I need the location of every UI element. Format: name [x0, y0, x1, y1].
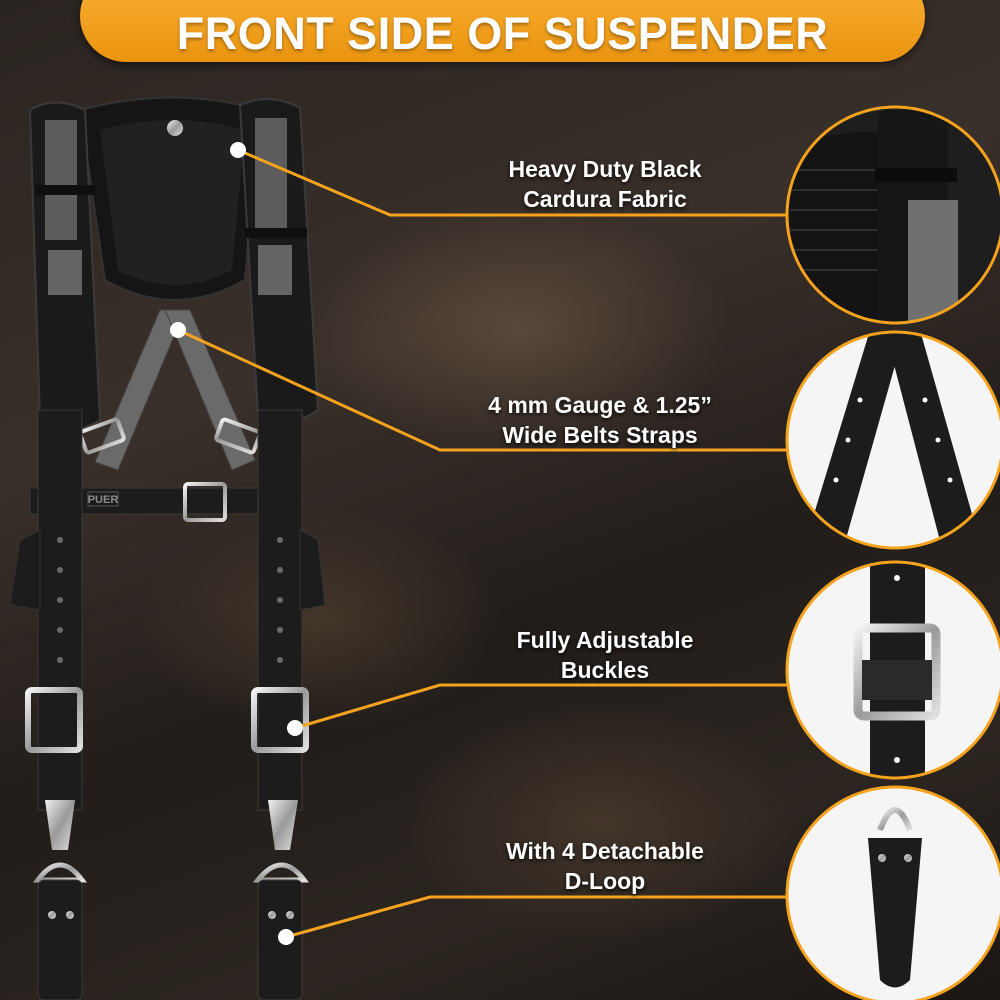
- callout-line-buckles: [294, 683, 788, 730]
- marker-buckles: [287, 720, 303, 736]
- callout-line-dloop: [285, 895, 788, 939]
- marker-dloop: [278, 929, 294, 945]
- callout-buckles-line2: Buckles: [560, 657, 650, 683]
- callout-fabric-line1: Heavy Duty Black: [508, 156, 702, 182]
- callout-markers: [170, 142, 303, 945]
- callout-dloop-line1: With 4 Detachable: [506, 838, 704, 864]
- callout-label-straps: 4 mm Gauge & 1.25” Wide Belts Straps: [445, 390, 755, 450]
- brand-stamp: PUER: [88, 494, 119, 506]
- callout-label-dloop: With 4 Detachable D-Loop: [460, 836, 750, 896]
- suspender-product: [9, 96, 326, 1000]
- callout-lines: [177, 148, 788, 939]
- callout-fabric-line2: Cardura Fabric: [523, 186, 687, 212]
- marker-straps: [170, 322, 186, 338]
- title-banner: [80, 0, 925, 62]
- marker-fabric: [230, 142, 246, 158]
- detail-circle-fabric: [785, 105, 1000, 325]
- detail-circle-dloop: [785, 785, 1000, 1000]
- callout-buckles-line1: Fully Adjustable: [516, 627, 694, 653]
- callout-line-fabric: [237, 148, 788, 217]
- callout-label-fabric: Heavy Duty Black Cardura Fabric: [460, 154, 750, 214]
- callout-straps-line2: Wide Belts Straps: [502, 422, 698, 448]
- page-title: FRONT SIDE OF SUSPENDER: [176, 8, 829, 59]
- detail-circle-buckles: [785, 560, 1000, 780]
- callout-line-straps: [177, 328, 788, 452]
- callout-straps-line1: 4 mm Gauge & 1.25”: [488, 392, 712, 418]
- callout-dloop-line2: D-Loop: [564, 868, 646, 894]
- detail-circle-straps: [785, 330, 1000, 550]
- callout-label-buckles: Fully Adjustable Buckles: [460, 625, 750, 685]
